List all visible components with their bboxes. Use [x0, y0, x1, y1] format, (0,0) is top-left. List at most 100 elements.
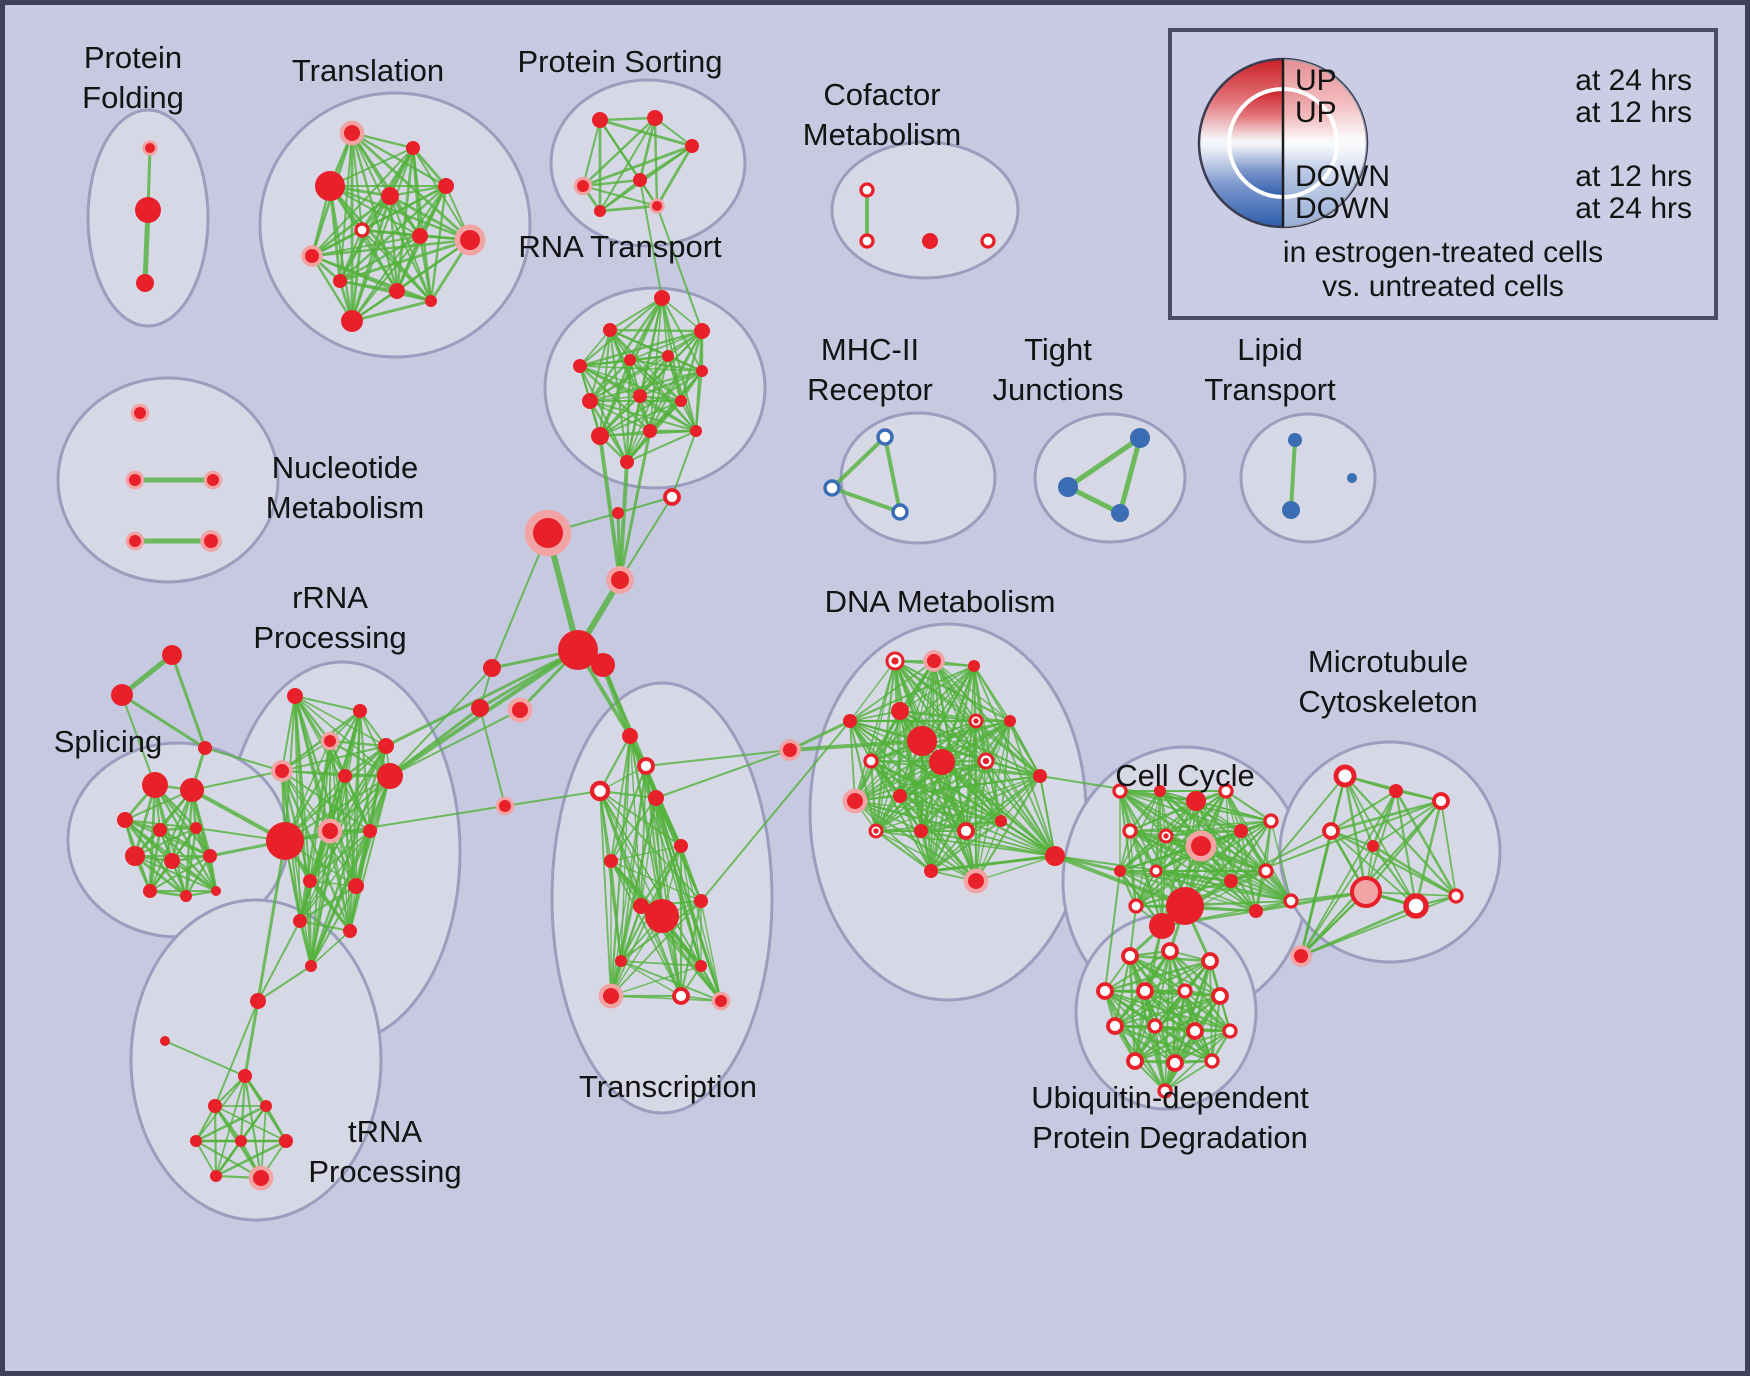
edge	[1054, 855, 1232, 882]
legend-down-24-label: DOWN	[1295, 192, 1390, 225]
edge	[875, 775, 1041, 832]
node	[1290, 945, 1312, 967]
edge	[351, 132, 363, 231]
edge	[610, 900, 702, 997]
edge	[610, 995, 722, 1002]
node	[957, 822, 975, 840]
node	[1122, 823, 1138, 839]
cluster-ellipse-lipid-transport	[1239, 412, 1377, 544]
node	[615, 955, 627, 967]
edge	[281, 695, 296, 772]
edge	[257, 965, 312, 1002]
edge	[609, 764, 648, 863]
edge	[149, 855, 211, 892]
node	[203, 470, 223, 490]
node	[1128, 898, 1144, 914]
node	[633, 389, 647, 403]
edge	[874, 759, 988, 833]
node	[363, 824, 377, 838]
edge	[610, 860, 702, 902]
edge	[256, 839, 287, 1003]
edge	[1195, 800, 1292, 902]
edge	[589, 329, 611, 402]
cluster-ellipse-cofactor-metabolism	[830, 140, 1020, 280]
node	[1158, 828, 1174, 844]
edge	[640, 797, 657, 907]
edge	[666, 354, 704, 373]
edge	[1225, 790, 1292, 902]
edge	[1144, 960, 1211, 992]
edge	[214, 1000, 259, 1107]
edge	[388, 706, 482, 778]
edge	[610, 860, 682, 997]
edge	[899, 795, 1056, 857]
node	[1004, 715, 1016, 727]
node	[266, 822, 304, 860]
node	[142, 772, 168, 798]
edge	[700, 720, 851, 902]
edge	[184, 854, 212, 898]
node	[663, 488, 681, 506]
edge	[875, 830, 1056, 857]
node	[606, 566, 634, 594]
node	[1403, 893, 1429, 919]
cluster-ellipse-microtubule-cytoskeleton	[1278, 740, 1502, 964]
node	[303, 874, 317, 888]
node	[598, 983, 624, 1009]
edge	[1039, 775, 1056, 857]
edge	[121, 694, 156, 786]
edge	[579, 297, 663, 367]
node	[685, 139, 699, 153]
edge	[350, 194, 392, 323]
node	[1166, 887, 1204, 925]
edge	[875, 720, 977, 832]
edge	[883, 435, 902, 514]
edge	[578, 329, 704, 368]
node	[980, 233, 996, 249]
node	[633, 173, 647, 187]
edge	[610, 965, 702, 997]
edge	[1343, 774, 1375, 848]
node	[622, 728, 638, 744]
edge	[581, 178, 642, 188]
edge	[134, 827, 197, 857]
node	[589, 780, 611, 802]
edge	[870, 760, 967, 832]
legend-up-12-label: UP	[1295, 96, 1337, 129]
node	[1282, 501, 1300, 519]
edge	[1165, 820, 1272, 837]
edge	[349, 775, 391, 932]
edge	[1210, 994, 1222, 1063]
node	[922, 233, 938, 249]
legend-down-12-label: DOWN	[1295, 160, 1390, 193]
edge	[195, 1140, 217, 1177]
edge	[120, 693, 207, 750]
cluster-label-transcription: Transcription	[579, 1069, 757, 1104]
edge	[620, 960, 702, 967]
edge	[1103, 989, 1167, 1093]
edge	[310, 238, 472, 258]
node	[977, 752, 995, 770]
node	[406, 141, 420, 155]
node	[438, 178, 454, 194]
edge	[1000, 820, 1056, 857]
nodes-layer	[111, 110, 1464, 1191]
edge	[620, 960, 722, 1002]
edge	[328, 184, 472, 242]
node	[662, 350, 674, 362]
node	[591, 427, 609, 445]
edge	[1135, 900, 1292, 907]
node	[341, 310, 363, 332]
node	[279, 1134, 293, 1148]
node	[135, 197, 161, 223]
edge	[598, 116, 657, 122]
node	[136, 274, 154, 292]
edge	[920, 760, 987, 832]
edge	[1300, 845, 1374, 957]
edge	[328, 739, 388, 748]
node	[823, 479, 841, 497]
node	[162, 645, 182, 665]
edge	[788, 739, 924, 752]
node	[859, 182, 875, 198]
